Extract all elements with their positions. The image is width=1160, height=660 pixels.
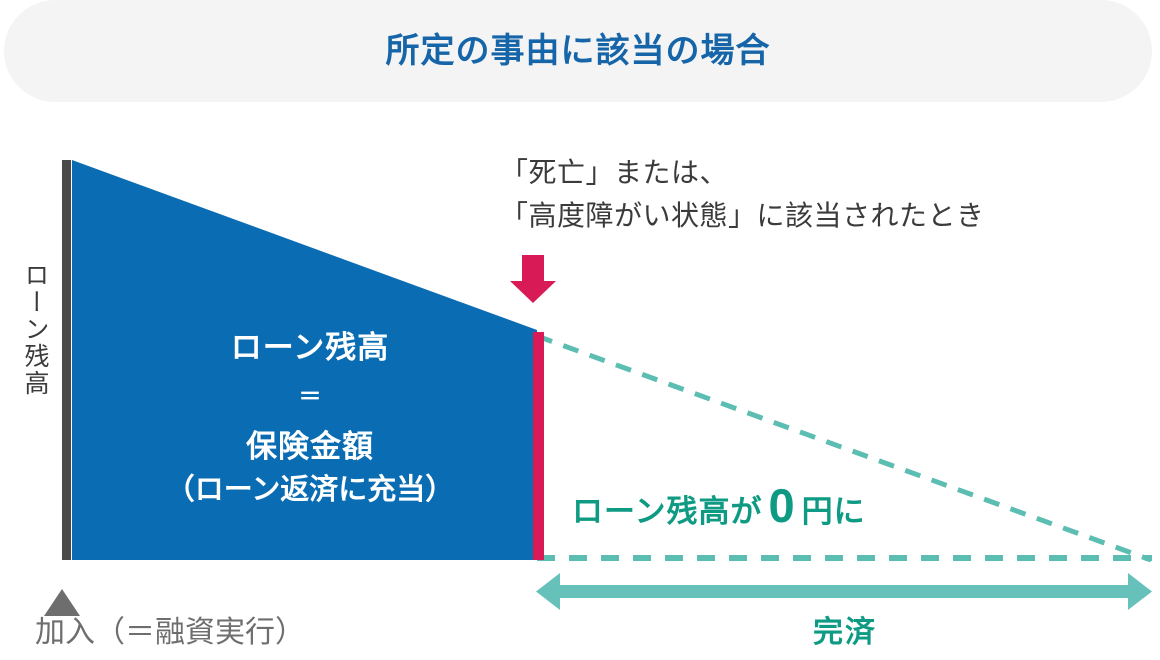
event-callout-text: 「死亡」または、 「高度障がい状態」に該当されたとき [500,152,985,237]
y-axis-line [62,160,71,560]
blue-label-line-3: （ローン返済に充当） [165,474,455,506]
zero-balance-prefix: ローン残高が [572,494,763,529]
blue-region-label-group: ローン残高 ＝ 保険金額 （ローン返済に充当） [100,332,520,505]
blue-label-line-2: 保険金額 [246,429,374,464]
down-arrow-icon [510,255,556,303]
blue-label-line-1: ローン残高 [230,330,390,365]
double-arrow-horizontal-icon [536,573,1152,610]
event-divider-line [533,332,544,560]
blue-label-equals: ＝ [298,383,322,409]
triangle-up-icon [44,589,80,616]
callout-line-1: 「死亡」または、 [500,157,729,188]
callout-line-2: 「高度障がい状態」に該当されたとき [500,199,985,231]
dashed-hypotenuse [536,333,1152,563]
blue-region [72,160,537,560]
zero-balance-value: 0 [768,479,796,532]
zero-balance-suffix: 円に [801,494,866,529]
y-axis-label: ローン残高 [21,262,49,397]
page-title: 所定の事由に該当の場合 [385,32,771,70]
entry-point-label: 加入（＝融資実行） [35,616,305,649]
zero-balance-label: ローン残高が 0 円に [572,482,866,529]
header-banner: 所定の事由に該当の場合 [4,0,1152,102]
completion-label: 完済 [813,616,877,649]
